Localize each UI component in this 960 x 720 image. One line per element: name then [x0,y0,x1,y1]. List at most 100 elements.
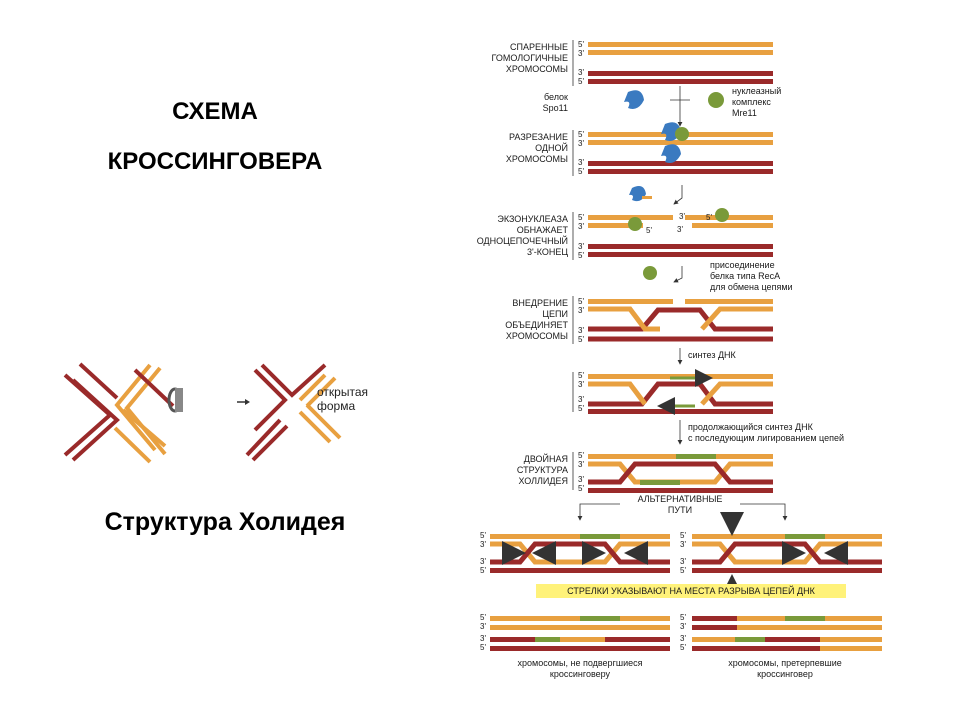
cont-label-1: продолжающийся синтез ДНК [688,422,814,432]
stage-dna-synthesis: 5' 3' 3' 5' [572,369,773,415]
svg-text:Spo11: Spo11 [543,103,568,113]
synth-label: синтез ДНК [688,350,737,360]
svg-text:5': 5' [578,371,584,380]
svg-text:3': 3' [578,49,584,58]
svg-text:5': 5' [680,566,686,575]
stage-paired-chromosomes: СПАРЕННЫЕ ГОМОЛОГИЧНЫЕ ХРОМОСОМЫ 5' 3' 3… [492,40,773,86]
svg-text:5': 5' [578,167,584,176]
result-no-crossover: 5' 3' 3' 5' хромосомы, не подвергшиеся к… [480,613,670,679]
svg-text:3': 3' [578,475,584,484]
arrows-note: СТРЕЛКИ УКАЗЫВАЮТ НА МЕСТА РАЗРЫВА ЦЕПЕЙ… [536,584,846,598]
reca-note: присоединение белка типа RecA для обмена… [710,260,793,292]
svg-text:5': 5' [480,531,486,540]
svg-text:АЛЬТЕРНАТИВНЫЕ: АЛЬТЕРНАТИВНЫЕ [638,494,723,504]
svg-text:5': 5' [578,40,584,49]
svg-text:5': 5' [680,531,686,540]
svg-text:3': 3' [480,634,486,643]
svg-text:ПУТИ: ПУТИ [668,505,692,515]
svg-text:5': 5' [480,643,486,652]
svg-text:5': 5' [578,213,584,222]
title-line-1: СХЕМА [172,98,258,125]
alternative-paths: АЛЬТЕРНАТИВНЫЕ ПУТИ [577,494,788,521]
cont-label-2: с последующим лигированием цепей [688,433,844,443]
svg-text:5': 5' [578,297,584,306]
svg-text:ЭКЗОНУКЛЕАЗА: ЭКЗОНУКЛЕАЗА [497,214,568,224]
svg-text:ОБНАЖАЕТ: ОБНАЖАЕТ [517,225,569,235]
result-crossover: 5' 3' 3' 5' хромосомы, претерпевшие крос… [680,613,882,679]
svg-text:5': 5' [706,213,712,222]
title-line-2: КРОССИНГОВЕРА [107,148,323,175]
svg-text:3': 3' [480,540,486,549]
svg-text:5': 5' [578,451,584,460]
svg-text:ХРОМОСОМЫ: ХРОМОСОМЫ [506,154,568,164]
svg-text:для обмена цепями: для обмена цепями [710,282,793,292]
svg-text:СТРУКТУРА: СТРУКТУРА [517,465,568,475]
svg-text:ОБЪЕДИНЯЕТ: ОБЪЕДИНЯЕТ [505,320,568,330]
svg-text:3': 3' [578,222,584,231]
svg-text:5': 5' [480,566,486,575]
svg-text:3': 3' [480,622,486,631]
svg-text:3': 3' [578,306,584,315]
crossover-diagram: СПАРЕННЫЕ ГОМОЛОГИЧНЫЕ ХРОМОСОМЫ 5' 3' 3… [477,40,882,679]
svg-text:3': 3' [578,460,584,469]
svg-text:3': 3' [680,622,686,631]
svg-text:ЦЕПИ: ЦЕПИ [542,309,568,319]
svg-text:3': 3' [578,68,584,77]
svg-text:5': 5' [578,404,584,413]
svg-text:5': 5' [646,226,652,235]
open-form-label-1: открытая [317,385,368,399]
svg-text:ОДНОЙ: ОДНОЙ [535,142,568,153]
svg-text:ВНЕДРЕНИЕ: ВНЕДРЕНИЕ [512,298,568,308]
svg-text:3': 3' [677,225,683,234]
svg-text:5': 5' [680,613,686,622]
svg-text:5': 5' [578,251,584,260]
mre11-complex: нуклеазный комплекс Mre11 [708,86,781,118]
rotation-icon [167,387,183,413]
holliday-closed-form [63,362,175,464]
svg-text:СТРЕЛКИ УКАЗЫВАЮТ НА МЕСТА РАЗ: СТРЕЛКИ УКАЗЫВАЮТ НА МЕСТА РАЗРЫВА ЦЕПЕЙ… [567,585,815,596]
svg-text:нуклеазный: нуклеазный [732,86,781,96]
svg-text:3': 3' [578,380,584,389]
svg-text:5': 5' [680,643,686,652]
svg-text:3': 3' [578,158,584,167]
svg-text:хромосомы, претерпевшие: хромосомы, претерпевшие [728,658,842,668]
svg-text:ДВОЙНАЯ: ДВОЙНАЯ [524,453,568,464]
svg-text:5': 5' [480,613,486,622]
svg-text:Mre11: Mre11 [732,108,757,118]
svg-text:белка типа RecA: белка типа RecA [710,271,780,281]
svg-text:3': 3' [680,540,686,549]
svg-text:ХРОМОСОМЫ: ХРОМОСОМЫ [506,331,568,341]
svg-text:3': 3' [680,557,686,566]
svg-text:ХРОМОСОМЫ: ХРОМОСОМЫ [506,64,568,74]
open-form-label-2: форма [317,399,355,413]
svg-text:кроссинговеру: кроссинговеру [550,669,611,679]
svg-text:3': 3' [679,212,685,221]
holliday-caption: Структура Холидея [104,508,346,536]
svg-text:кроссинговер: кроссинговер [757,669,813,679]
svg-text:СПАРЕННЫЕ: СПАРЕННЫЕ [510,42,568,52]
svg-text:РАЗРЕЗАНИЕ: РАЗРЕЗАНИЕ [509,132,568,142]
svg-text:3': 3' [578,395,584,404]
svg-text:5': 5' [578,130,584,139]
svg-text:ОДНОЦЕПОЧЕЧНЫЙ: ОДНОЦЕПОЧЕЧНЫЙ [477,235,568,246]
alt-path-right: 5' 3' 3' 5' [680,512,882,598]
holliday-illustration: открытая форма [63,362,368,464]
holliday-open-form [245,363,342,462]
svg-text:3': 3' [480,557,486,566]
stage-cutting: РАЗРЕЗАНИЕ ОДНОЙ ХРОМОСОМЫ 5' 3' 3' 5' [506,122,773,176]
stage-exonuclease: ЭКЗОНУКЛЕАЗА ОБНАЖАЕТ ОДНОЦЕПОЧЕЧНЫЙ 3'-… [477,208,773,260]
svg-text:3': 3' [680,634,686,643]
alt-path-left: 5' 3' 3' 5' [480,531,670,575]
svg-text:присоединение: присоединение [710,260,775,270]
svg-text:ГОМОЛОГИЧНЫЕ: ГОМОЛОГИЧНЫЕ [492,53,568,63]
svg-text:5': 5' [578,484,584,493]
svg-text:3': 3' [578,139,584,148]
svg-text:хромосомы, не подвергшиеся: хромосомы, не подвергшиеся [518,658,643,668]
svg-text:3': 3' [578,242,584,251]
stage-double-holliday: ДВОЙНАЯ СТРУКТУРА ХОЛЛИДЕЯ 5' 3' 3' 5' [517,451,773,493]
svg-text:ХОЛЛИДЕЯ: ХОЛЛИДЕЯ [519,476,568,486]
svg-text:белок: белок [544,92,568,102]
svg-text:3': 3' [578,326,584,335]
stage-strand-invasion: ВНЕДРЕНИЕ ЦЕПИ ОБЪЕДИНЯЕТ ХРОМОСОМЫ 5' 3… [505,296,773,344]
svg-text:5': 5' [578,77,584,86]
